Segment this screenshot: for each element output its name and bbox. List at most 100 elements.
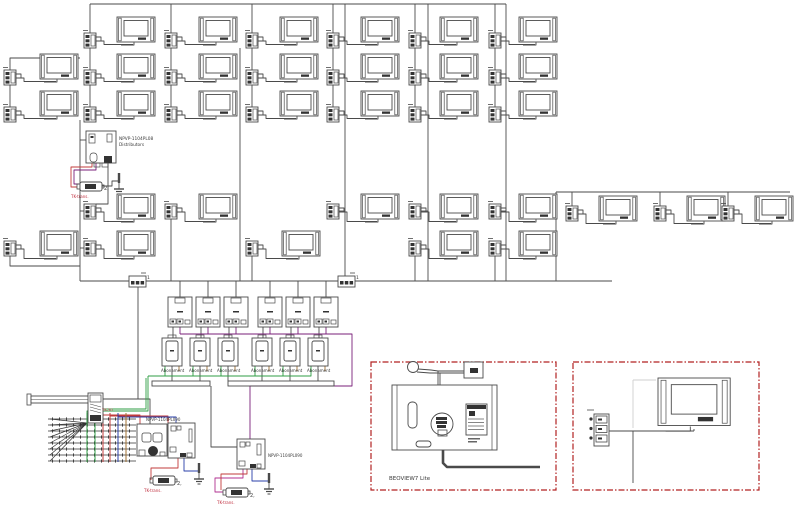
tv-icon xyxy=(360,53,400,83)
wall-plate-icon xyxy=(83,201,97,220)
wire xyxy=(121,219,135,223)
wire xyxy=(734,209,740,214)
wire xyxy=(148,366,312,377)
wire xyxy=(523,256,537,260)
wire xyxy=(258,73,264,78)
distributor-top-label-1: NPVP-1104PL08 xyxy=(119,136,153,142)
outlet-module-red-label: Abonament xyxy=(217,368,241,373)
tv-unit xyxy=(488,53,558,86)
wire xyxy=(339,211,377,222)
wall-plate-icon xyxy=(565,203,579,222)
wall-plate-icon xyxy=(164,30,178,49)
wire xyxy=(666,213,703,224)
tv-icon xyxy=(198,53,238,83)
wire xyxy=(339,36,345,41)
wire xyxy=(258,244,264,249)
wire xyxy=(203,116,217,120)
wire xyxy=(421,211,456,222)
wall-plate-icon xyxy=(721,203,735,222)
tv-unit xyxy=(164,53,238,86)
outlet-module-red-label: Abonament xyxy=(307,368,331,373)
tv-icon xyxy=(198,193,238,223)
detail-boxes-layer xyxy=(370,361,760,491)
amplifier-red-label-3: TK-trans. xyxy=(216,500,235,505)
wire xyxy=(16,73,22,78)
tv-unit xyxy=(408,230,479,260)
junction-label-1: 1 xyxy=(147,275,150,281)
wire xyxy=(177,77,215,82)
wire xyxy=(603,221,617,225)
wire xyxy=(523,116,537,120)
wire xyxy=(49,422,88,426)
wire xyxy=(444,42,458,46)
wire xyxy=(501,114,535,119)
wire xyxy=(339,73,345,78)
wire xyxy=(96,207,102,212)
wire xyxy=(258,114,296,119)
tv-icon xyxy=(279,16,319,46)
wire xyxy=(339,110,345,115)
wire xyxy=(339,40,377,45)
inline-amplifier xyxy=(149,475,178,486)
tv-icon xyxy=(360,90,400,120)
wire xyxy=(421,110,427,115)
detail-border xyxy=(572,361,760,491)
amplifier-box xyxy=(285,296,311,328)
wire xyxy=(501,211,535,222)
wire xyxy=(96,73,102,78)
wire xyxy=(96,40,133,45)
wire xyxy=(421,244,427,249)
tv-icon xyxy=(39,53,79,83)
wire xyxy=(666,209,672,214)
tv-unit xyxy=(245,53,319,86)
wall-plate-icon xyxy=(326,67,340,86)
wire xyxy=(49,422,88,432)
wire xyxy=(183,458,199,472)
wire xyxy=(177,40,215,45)
wire xyxy=(258,40,296,45)
wire xyxy=(89,406,102,411)
wall-plate-icon xyxy=(245,104,259,123)
tv-icon xyxy=(279,53,319,83)
tv-icon xyxy=(439,230,479,260)
cylinder-suffix-3: 2, xyxy=(250,493,255,499)
wire xyxy=(501,36,507,41)
distributor-bc-label: NPVP-1104PL090 xyxy=(268,453,303,458)
tv-icon xyxy=(116,193,156,223)
amplifier-red-label-1: TK-trans. xyxy=(70,194,89,199)
wire xyxy=(210,386,237,448)
wire xyxy=(73,163,97,185)
junction-connector xyxy=(337,272,356,288)
wire xyxy=(49,422,88,444)
cylinder-suffix-1: 2, xyxy=(104,186,109,192)
harness-device xyxy=(87,392,104,424)
tv-unit xyxy=(3,53,79,86)
tv-icon xyxy=(360,193,400,223)
tv-icon xyxy=(116,53,156,83)
wall-plate-icon xyxy=(488,238,502,257)
wire xyxy=(177,211,215,222)
wire xyxy=(501,40,535,45)
tv-unit xyxy=(164,193,238,223)
wire xyxy=(365,79,379,83)
tv-icon xyxy=(598,195,638,225)
labels-layer: NPVP-1104PL08 Distributors NPVP-1104PL09… xyxy=(70,136,431,505)
inline-amplifier xyxy=(222,487,251,498)
wire xyxy=(734,213,771,224)
big-wall-plate-icon xyxy=(587,409,610,447)
wall-plate-icon xyxy=(83,30,97,49)
wire xyxy=(177,36,183,41)
tv-unit xyxy=(83,53,156,86)
wall-plate-icon xyxy=(653,203,667,222)
wire xyxy=(444,219,458,223)
wall-plate-icon xyxy=(164,201,178,220)
wire xyxy=(96,110,102,115)
wire xyxy=(49,422,88,456)
tv-icon xyxy=(198,16,238,46)
wire xyxy=(177,207,183,212)
tv-unit xyxy=(3,90,79,123)
wall-plate-icon xyxy=(408,238,422,257)
wall-plate-icon xyxy=(245,30,259,49)
